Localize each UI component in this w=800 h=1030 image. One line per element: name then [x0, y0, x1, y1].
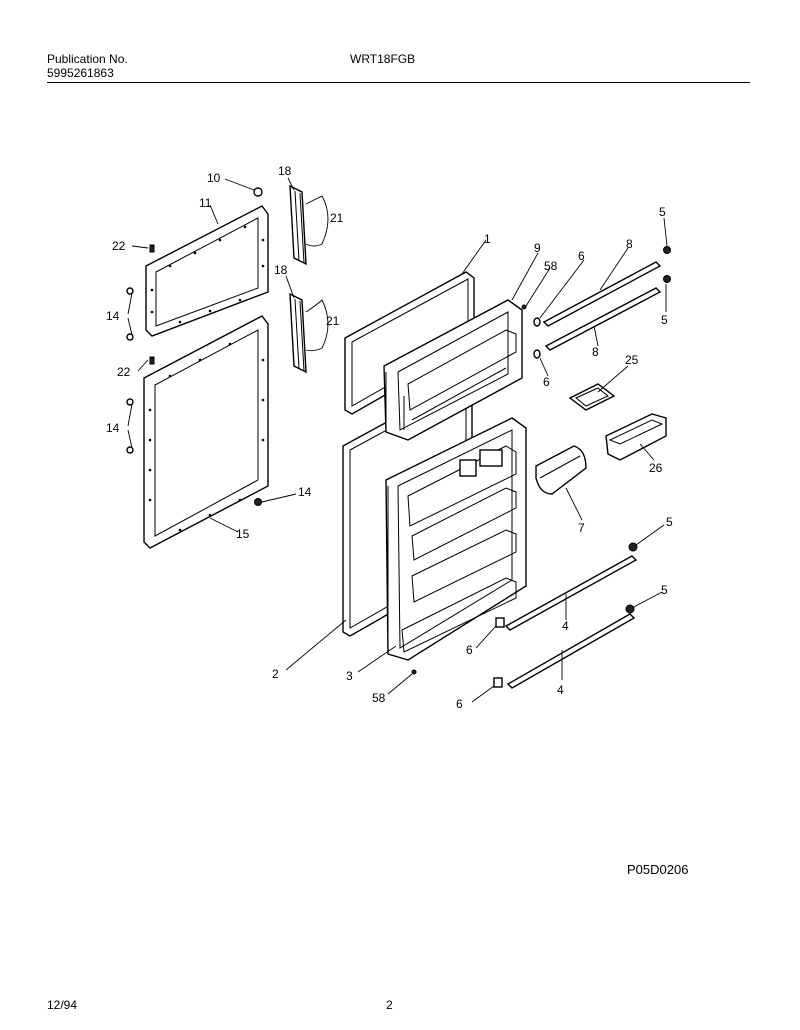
part-9-freezer-door-liner [383, 299, 523, 441]
header-rule [47, 82, 750, 83]
part-18-handle-upper [289, 184, 307, 266]
part-11-freezer-door-frame [145, 205, 269, 337]
part-6-cap [495, 617, 505, 628]
publication-number: 5995261863 [47, 66, 114, 80]
fasteners-left [126, 187, 263, 506]
part-4-shelf-bar-lower [506, 613, 636, 689]
callout-14: 14 [106, 309, 120, 323]
callout-21: 21 [326, 314, 340, 328]
part-5-cap [628, 542, 638, 552]
frame-holes [148, 342, 265, 532]
part-58-screw [411, 669, 417, 675]
callout-58: 58 [372, 691, 386, 705]
part-3-fresh-food-door-liner [385, 417, 527, 661]
callout-18: 18 [274, 263, 288, 277]
drawing-code: P05D0206 [627, 862, 688, 877]
callout-11: 11 [199, 196, 212, 210]
callout-18: 18 [278, 164, 292, 178]
callout-4: 4 [562, 619, 569, 633]
callout-21: 21 [330, 211, 344, 225]
part-15-fresh-food-door-frame [143, 315, 269, 549]
part-22-plug-upper [149, 244, 155, 253]
callout-10: 10 [207, 171, 221, 185]
callout-14: 14 [106, 421, 120, 435]
callout-6: 6 [466, 643, 473, 657]
part-6-cap [493, 677, 503, 688]
callout-5: 5 [661, 583, 668, 597]
part-5-cap [663, 246, 671, 254]
callout-5: 5 [666, 515, 673, 529]
callout-26: 26 [649, 461, 663, 475]
callout-6: 6 [543, 375, 550, 389]
part-10-plug [253, 187, 263, 197]
callout-labels: 10 11 22 14 22 14 14 15 18 21 18 21 1 9 … [106, 164, 673, 711]
callout-4: 4 [557, 683, 564, 697]
part-26-door-bin [605, 413, 667, 461]
part-14-screw [254, 498, 262, 506]
footer-date: 12/94 [47, 998, 78, 1012]
page-number: 2 [386, 998, 393, 1012]
part-4-shelf-bar-upper [504, 555, 638, 631]
callout-15: 15 [236, 527, 250, 541]
callout-5: 5 [661, 313, 668, 327]
part-21-handle-screws [305, 195, 329, 352]
callout-1: 1 [484, 232, 491, 246]
callout-6: 6 [578, 249, 585, 263]
part-14-screw [126, 333, 134, 341]
part-58-screw [521, 304, 527, 310]
part-14-screw [126, 446, 134, 454]
callout-8: 8 [626, 237, 633, 251]
callout-8: 8 [592, 345, 599, 359]
publication-label: Publication No. [47, 52, 128, 66]
part-18-handle-lower [289, 292, 307, 374]
leader-lines [127, 177, 668, 703]
callout-2: 2 [272, 667, 279, 681]
part-8-shelf-bar-lower [544, 287, 662, 351]
part-5-cap [625, 604, 635, 614]
callout-14: 14 [298, 485, 312, 499]
part-5-cap [663, 275, 671, 283]
callout-6: 6 [456, 697, 463, 711]
callout-5: 5 [659, 205, 666, 219]
part-14-screw [126, 398, 134, 406]
part-8-shelf-bar-upper [542, 261, 662, 327]
part-6-cap [533, 317, 541, 327]
callout-22: 22 [117, 365, 131, 379]
callout-58: 58 [544, 259, 558, 273]
callout-9: 9 [534, 241, 541, 255]
part-7-dairy-door [535, 445, 587, 495]
part-25-dairy-bin [568, 383, 616, 411]
callout-7: 7 [578, 521, 585, 535]
bar-end-caps [411, 246, 671, 688]
callout-3: 3 [346, 669, 353, 683]
part-14-screw [126, 287, 134, 295]
callout-25: 25 [625, 353, 639, 367]
part-22-plug-lower [149, 356, 155, 365]
callout-22: 22 [112, 239, 126, 253]
frame-holes [150, 225, 265, 324]
part-6-cap [533, 349, 541, 359]
model-number: WRT18FGB [350, 52, 416, 66]
